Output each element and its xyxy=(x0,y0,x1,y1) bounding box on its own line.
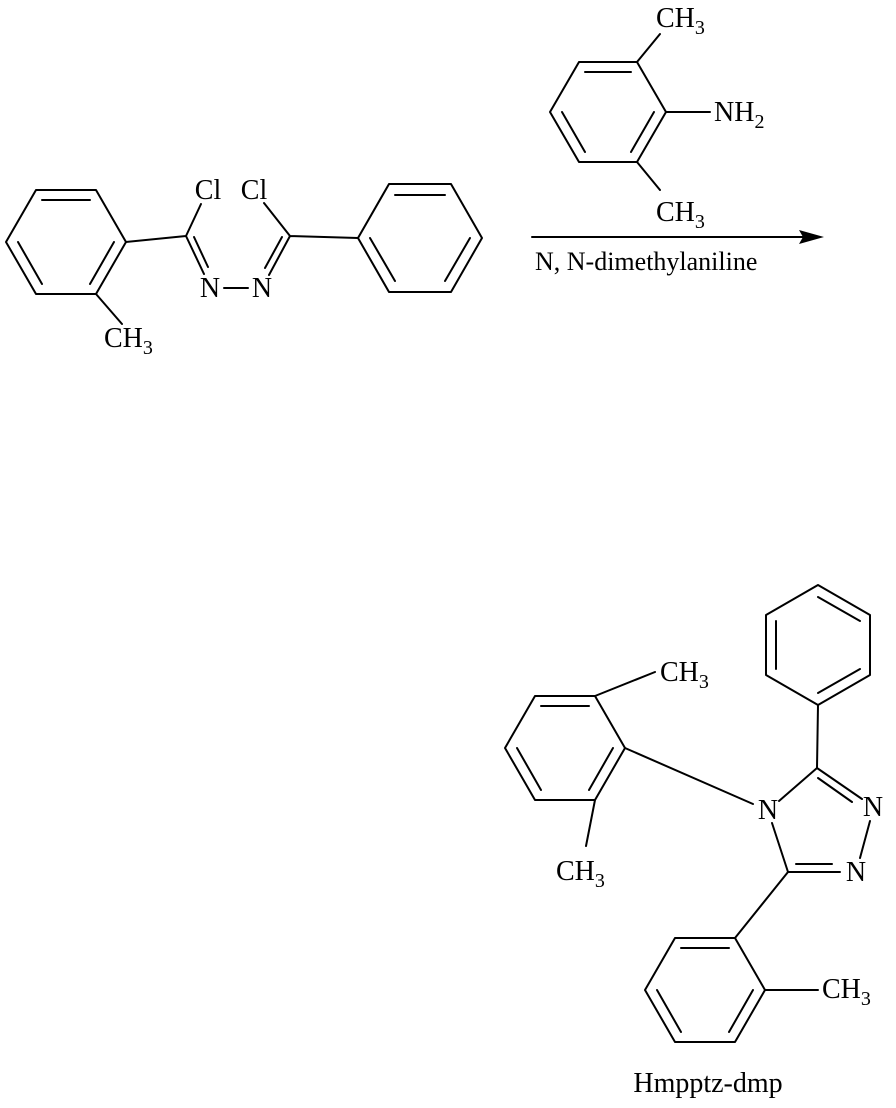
methyl-label: CH3 xyxy=(822,974,871,1010)
aniline-substituent-bonds xyxy=(636,33,711,191)
reactant-structure: Cl Cl N N CH3 xyxy=(5,175,483,359)
phenyl-ring-bonds xyxy=(357,183,483,293)
tolyl-ring-bonds xyxy=(5,189,127,295)
amine-label: NH2 xyxy=(714,97,764,133)
n-label: N xyxy=(846,857,866,888)
n-label: N xyxy=(758,795,778,826)
hydrazone-chain-bonds xyxy=(95,202,359,325)
product-dmp-ring-bonds xyxy=(504,671,656,847)
methyl-label: CH3 xyxy=(656,3,705,39)
aniline-ring-bonds xyxy=(549,61,667,163)
reaction-condition-label: N, N-dimethylaniline xyxy=(535,247,757,276)
n-label: N xyxy=(252,273,272,304)
triazole-ring-bonds xyxy=(624,704,871,939)
reaction-arrow: N, N-dimethylaniline xyxy=(531,230,824,276)
methyl-label: CH3 xyxy=(660,657,709,693)
methyl-label: CH3 xyxy=(104,323,153,359)
product-tolyl-ring-bonds xyxy=(644,937,819,1043)
cl-label: Cl xyxy=(241,175,268,206)
methyl-label: CH3 xyxy=(556,856,605,892)
product-structure: N N N CH3 CH3 CH3 Hmpptz-dmp xyxy=(504,584,883,1099)
arrowhead-icon xyxy=(799,230,824,244)
n-label: N xyxy=(200,273,220,304)
product-phenyl-ring-bonds xyxy=(765,584,871,706)
n-label: N xyxy=(863,792,883,823)
methyl-label: CH3 xyxy=(656,197,705,233)
product-name-label: Hmpptz-dmp xyxy=(633,1068,782,1099)
cl-label: Cl xyxy=(195,175,222,206)
amine-reagent-structure: CH3 NH2 CH3 xyxy=(549,3,764,233)
